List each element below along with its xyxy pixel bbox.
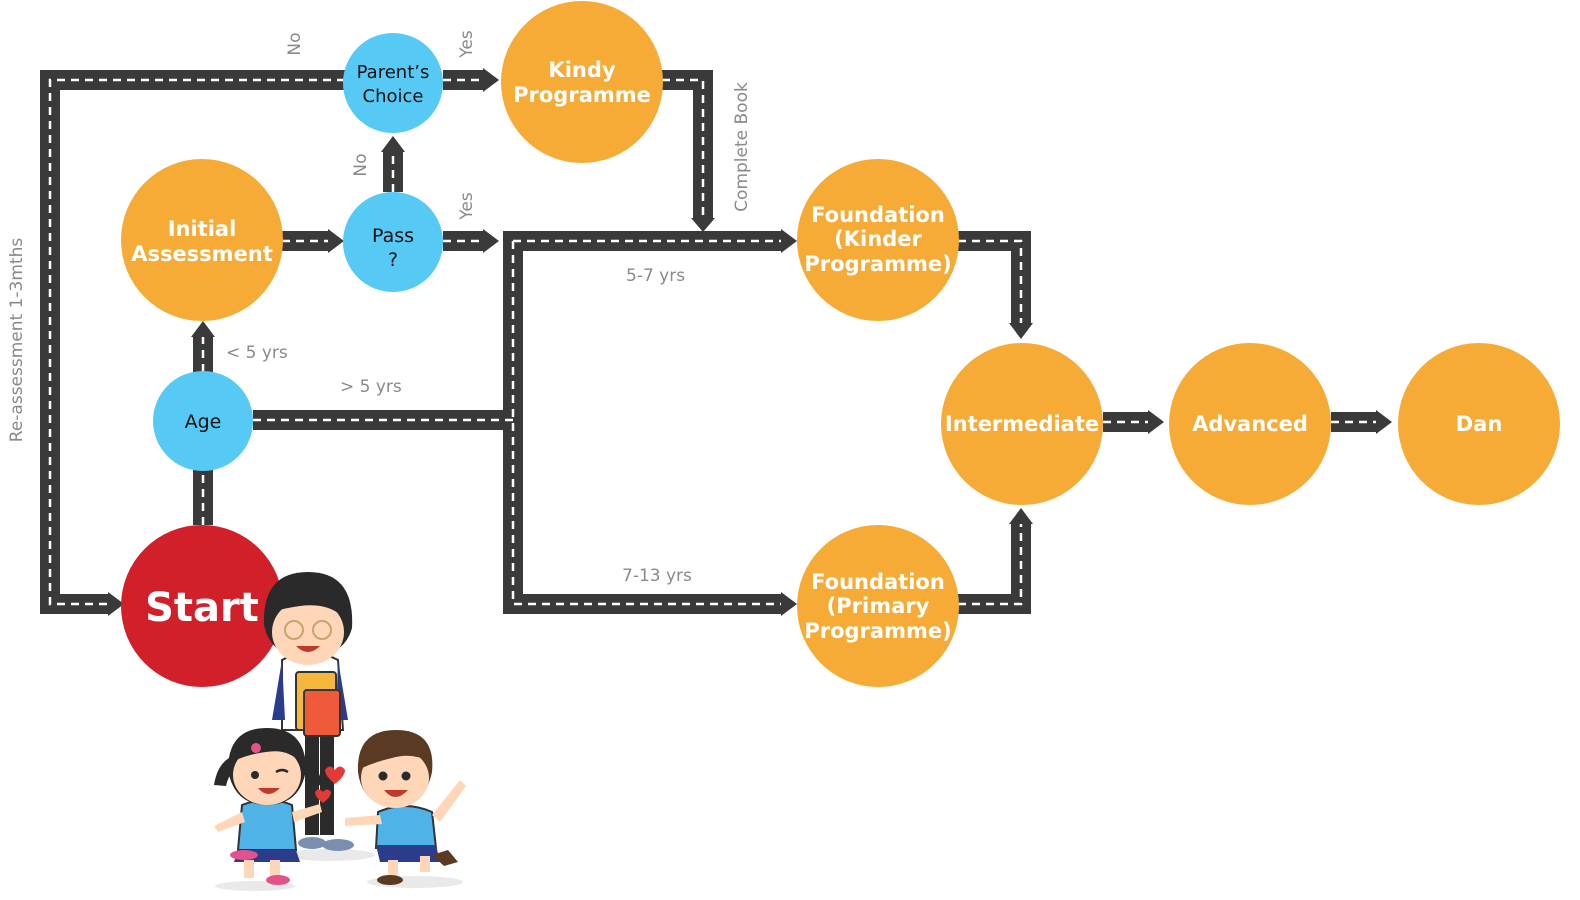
foundation-primary-line1: Foundation: [811, 570, 945, 594]
initial-assessment-line2: Assessment: [131, 242, 273, 266]
start-label: Start: [145, 585, 259, 631]
teacher-figure: [263, 572, 354, 851]
initial-assessment-line1: Initial: [168, 217, 237, 241]
teacher-and-children-illustration: [214, 572, 466, 891]
arrow-kinder-to-intermediate: [1009, 323, 1033, 339]
parents-choice-line2: Choice: [363, 86, 424, 107]
arrow-to-parents-choice: [381, 136, 405, 152]
pass-node: Pass ?: [343, 192, 443, 292]
foundation-primary-line2: (Primary: [827, 594, 930, 618]
arrow-to-foundation-primary: [781, 592, 797, 616]
foundation-kinder-node: Foundation (Kinder Programme): [797, 159, 959, 321]
advanced-node: Advanced: [1169, 343, 1331, 505]
intermediate-node: Intermediate: [941, 343, 1103, 505]
girl-figure: [214, 728, 345, 885]
pass-line1: Pass: [372, 225, 414, 247]
age-node: Age: [153, 371, 253, 471]
road-arrowheads: [108, 68, 1392, 616]
age-label: Age: [185, 411, 222, 433]
road-dashes: [48, 78, 1378, 606]
label-5-7-yrs: 5-7 yrs: [626, 266, 685, 286]
intermediate-label: Intermediate: [945, 412, 1099, 436]
label-no-mid: No: [351, 153, 371, 176]
label-yes-mid: Yes: [457, 192, 477, 221]
label-greater-than-5: > 5 yrs: [340, 377, 402, 397]
arrow-pass-to-trunk: [483, 229, 499, 253]
arrow-to-kindy: [483, 68, 499, 92]
kindy-line1: Kindy: [548, 58, 615, 82]
label-no-top: No: [285, 32, 305, 55]
label-reassessment: Re-assessment 1-3mths: [7, 238, 27, 443]
kindy-programme-node: Kindy Programme: [501, 1, 663, 163]
initial-assessment-node: Initial Assessment: [121, 159, 283, 321]
kindy-line2: Programme: [513, 83, 651, 107]
label-yes-top: Yes: [457, 30, 477, 59]
label-less-than-5: < 5 yrs: [226, 343, 288, 363]
label-7-13-yrs: 7-13 yrs: [622, 566, 692, 586]
arrow-kindy-down: [691, 218, 715, 232]
arrow-to-foundation-kinder: [781, 229, 797, 253]
foundation-kinder-line2: (Kinder: [834, 227, 922, 251]
road-base: [40, 70, 1378, 614]
dan-label: Dan: [1456, 412, 1503, 436]
foundation-kinder-line1: Foundation: [811, 203, 945, 227]
parents-choice-node: Parent’s Choice: [343, 33, 443, 133]
arrow-to-dan: [1376, 410, 1392, 434]
foundation-primary-line3: Programme): [804, 619, 951, 643]
arrow-to-pass: [328, 229, 344, 253]
foundation-kinder-line3: Programme): [804, 252, 951, 276]
parents-choice-line1: Parent’s: [357, 62, 430, 83]
edge-labels: No Yes No Yes Complete Book Re-assessmen…: [7, 30, 752, 586]
arrow-to-start: [108, 592, 124, 616]
start-node: Start: [121, 525, 283, 687]
dan-node: Dan: [1398, 343, 1560, 505]
foundation-primary-node: Foundation (Primary Programme): [797, 525, 959, 687]
advanced-label: Advanced: [1192, 412, 1308, 436]
arrow-to-initial-assessment: [191, 321, 215, 337]
label-complete-book: Complete Book: [732, 82, 752, 212]
arrow-to-advanced: [1148, 410, 1164, 434]
pass-line2: ?: [388, 249, 398, 271]
boy-figure: [345, 730, 466, 885]
arrow-primary-to-intermediate: [1009, 508, 1033, 524]
road-network: [40, 68, 1392, 616]
